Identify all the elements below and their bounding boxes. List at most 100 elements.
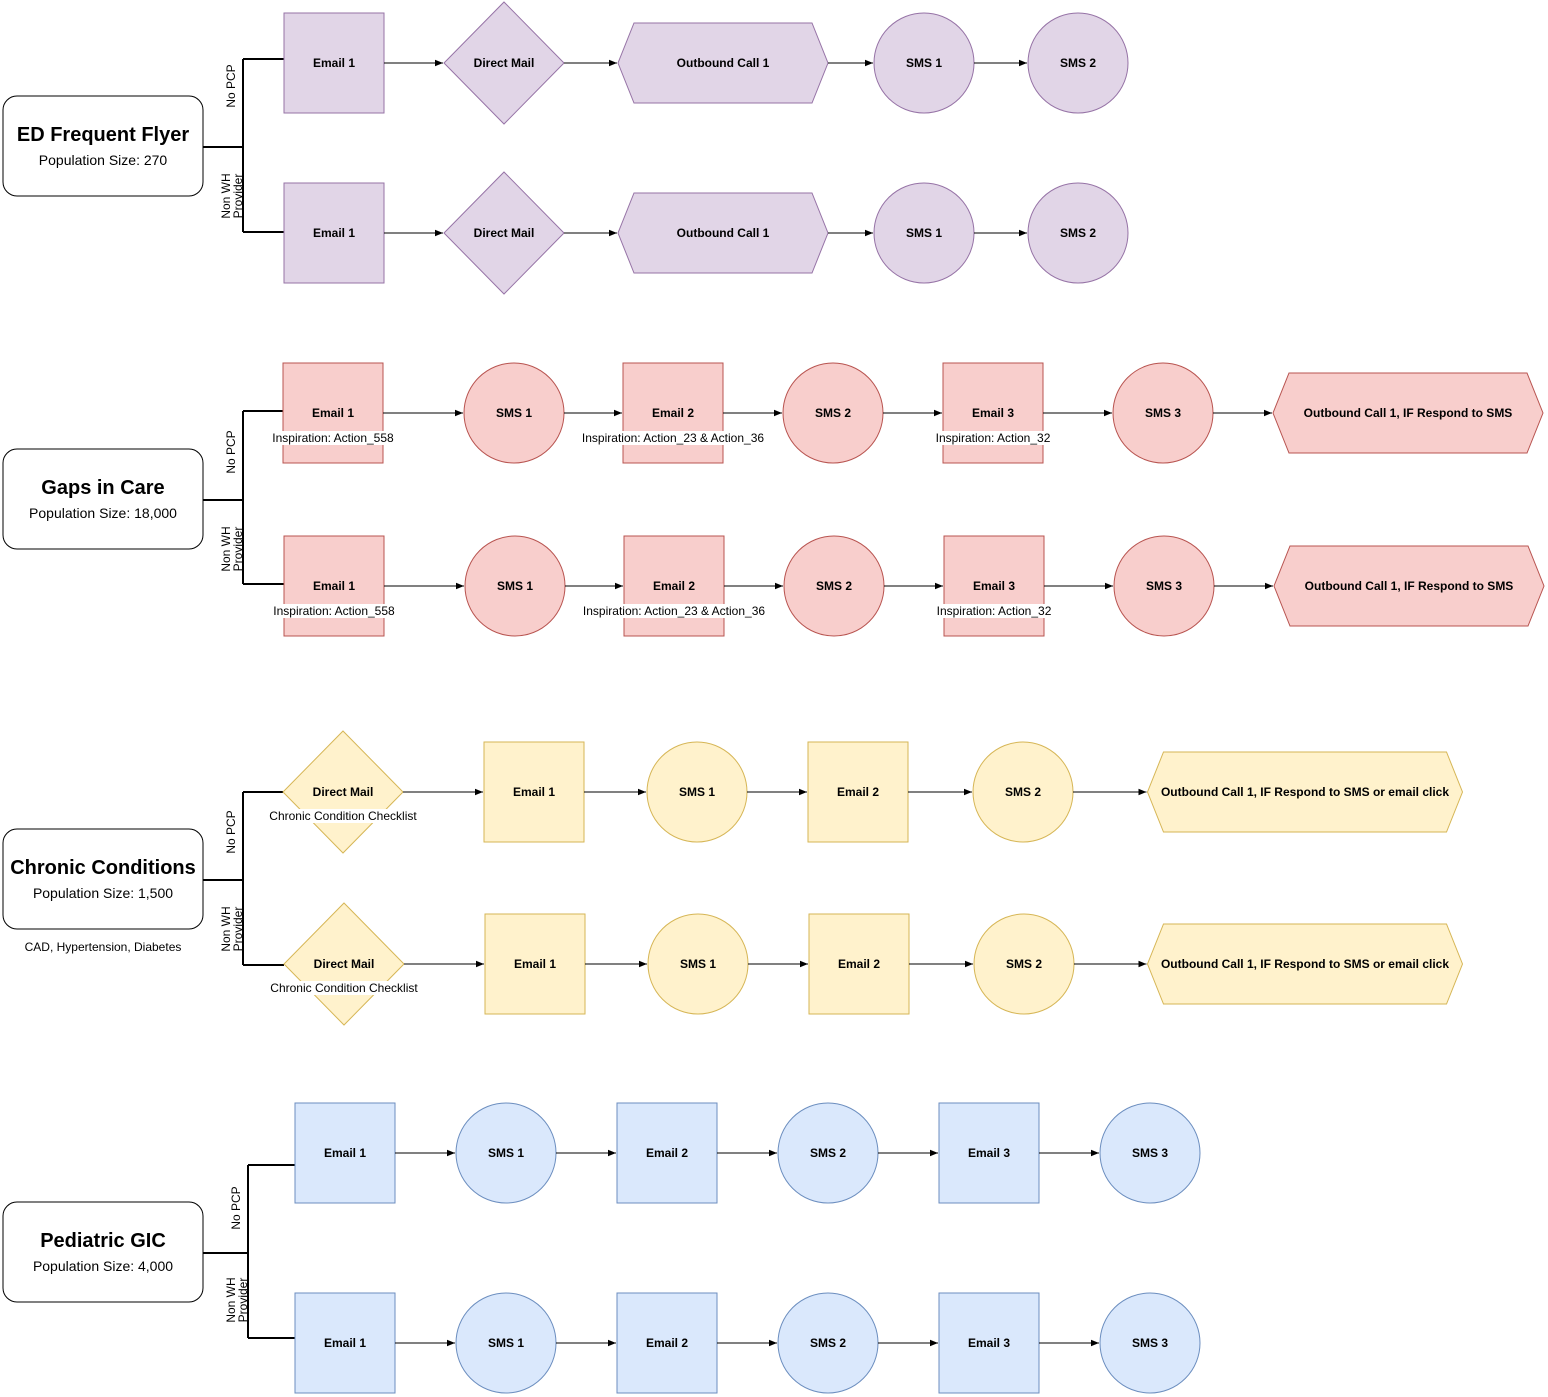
step-hexagon[interactable]: Outbound Call 1, IF Respond to SMS bbox=[1272, 372, 1544, 454]
branch-label-line: Provider bbox=[236, 1278, 250, 1323]
step-circle[interactable]: SMS 3 bbox=[1099, 1102, 1201, 1204]
population-box[interactable] bbox=[2, 828, 204, 930]
branch-row-1: Non WHProvider Email 1 SMS 1 Email 2 SMS 2 Em… bbox=[224, 1277, 1201, 1394]
call-node-shape bbox=[1272, 372, 1544, 454]
step-label: Email 1 bbox=[514, 957, 556, 971]
step-square[interactable]: Email 1 bbox=[283, 12, 385, 114]
step-diamond[interactable]: Direct Mail bbox=[443, 171, 565, 295]
step-circle[interactable]: SMS 2 bbox=[777, 1102, 879, 1204]
step-label: Outbound Call 1, IF Respond to SMS or em… bbox=[1161, 785, 1449, 799]
step-circle[interactable]: SMS 1 bbox=[647, 913, 749, 1015]
population-size: Population Size: 1,500 bbox=[33, 885, 173, 901]
step-circle[interactable]: SMS 3 bbox=[1112, 362, 1214, 464]
step-circle[interactable]: SMS 3 bbox=[1099, 1292, 1201, 1394]
step-square[interactable]: Email 3 bbox=[938, 1102, 1040, 1204]
step-sublabel: Chronic Condition Checklist bbox=[270, 981, 418, 995]
email-node-shape bbox=[808, 913, 910, 1015]
step-label: SMS 1 bbox=[488, 1336, 524, 1350]
step-square[interactable]: Email 1 bbox=[294, 1292, 396, 1394]
sublabel-bg bbox=[923, 604, 1065, 618]
branch-label-line: Non WH bbox=[219, 173, 233, 218]
step-hexagon[interactable]: Outbound Call 1, IF Respond to SMS bbox=[1273, 545, 1545, 627]
step-label: Outbound Call 1 bbox=[677, 56, 770, 70]
population-box[interactable] bbox=[2, 95, 204, 197]
step-square[interactable]: Email 2 bbox=[616, 1102, 718, 1204]
branch-label-line: No PCP bbox=[229, 1186, 243, 1229]
step-circle[interactable]: SMS 2 bbox=[783, 535, 885, 637]
branch-label-line: Non WH bbox=[224, 1277, 238, 1322]
step-circle[interactable]: SMS 3 bbox=[1113, 535, 1215, 637]
branch-label: Non WHProvider bbox=[219, 906, 245, 951]
step-hexagon[interactable]: Outbound Call 1, IF Respond to SMS or em… bbox=[1146, 923, 1464, 1005]
step-square[interactable]: Email 1 bbox=[484, 913, 586, 1015]
call-node-shape bbox=[1146, 751, 1464, 833]
step-circle[interactable]: SMS 1 bbox=[873, 12, 975, 114]
step-sublabel: Inspiration: Action_558 bbox=[272, 431, 394, 445]
step-circle[interactable]: SMS 2 bbox=[1027, 182, 1129, 284]
group-title: Pediatric GIC bbox=[40, 1230, 166, 1252]
step-circle[interactable]: SMS 1 bbox=[455, 1102, 557, 1204]
call-node-shape bbox=[617, 22, 829, 104]
branch-label-line: Provider bbox=[231, 907, 245, 952]
step-label: Email 3 bbox=[968, 1336, 1010, 1350]
step-circle[interactable]: SMS 2 bbox=[973, 913, 1075, 1015]
step-hexagon[interactable]: Outbound Call 1 bbox=[617, 192, 829, 274]
sms-node-shape bbox=[1027, 12, 1129, 114]
step-label: Email 3 bbox=[968, 1146, 1010, 1160]
sublabel-bg bbox=[922, 431, 1064, 445]
step-circle[interactable]: SMS 2 bbox=[972, 741, 1074, 843]
step-circle[interactable]: SMS 2 bbox=[1027, 12, 1129, 114]
step-label: SMS 1 bbox=[680, 957, 716, 971]
step-circle[interactable]: SMS 1 bbox=[646, 741, 748, 843]
step-square[interactable]: Email 1 bbox=[294, 1102, 396, 1204]
step-square[interactable]: Email 3 bbox=[938, 1292, 1040, 1394]
sublabel-bg bbox=[257, 809, 429, 823]
step-square[interactable]: Email 1 bbox=[483, 741, 585, 843]
step-label: Direct Mail bbox=[314, 957, 375, 971]
population-box[interactable] bbox=[2, 1201, 204, 1303]
population-box[interactable] bbox=[2, 448, 204, 550]
step-label: Email 1 bbox=[313, 579, 355, 593]
branch-label: Non WHProvider bbox=[219, 526, 245, 571]
email-node-shape bbox=[283, 12, 385, 114]
step-square[interactable]: Email 2 bbox=[807, 741, 909, 843]
step-label: SMS 1 bbox=[906, 226, 942, 240]
step-label: SMS 2 bbox=[810, 1146, 846, 1160]
branch-label-line: No PCP bbox=[224, 430, 238, 473]
step-circle[interactable]: SMS 2 bbox=[777, 1292, 879, 1394]
step-label: Email 1 bbox=[324, 1146, 366, 1160]
step-circle[interactable]: SMS 2 bbox=[782, 362, 884, 464]
step-circle[interactable]: SMS 1 bbox=[873, 182, 975, 284]
sms-node-shape bbox=[1099, 1292, 1201, 1394]
step-square[interactable]: Email 1 bbox=[283, 182, 385, 284]
step-label: SMS 2 bbox=[1060, 56, 1096, 70]
step-hexagon[interactable]: Outbound Call 1, IF Respond to SMS or em… bbox=[1146, 751, 1464, 833]
step-label: SMS 1 bbox=[496, 406, 532, 420]
step-label: Email 2 bbox=[646, 1146, 688, 1160]
email-node-shape bbox=[622, 362, 724, 464]
step-diamond[interactable]: Direct Mail bbox=[443, 1, 565, 125]
sublabel-bg bbox=[260, 604, 408, 618]
step-label: Email 2 bbox=[653, 579, 695, 593]
step-circle[interactable]: SMS 1 bbox=[455, 1292, 557, 1394]
step-square[interactable]: Email 2 bbox=[808, 913, 910, 1015]
mail-node-shape bbox=[443, 1, 565, 125]
branch-label-line: Non WH bbox=[219, 526, 233, 571]
step-circle[interactable]: SMS 1 bbox=[464, 535, 566, 637]
email-node-shape bbox=[942, 362, 1044, 464]
step-circle[interactable]: SMS 1 bbox=[463, 362, 565, 464]
step-hexagon[interactable]: Outbound Call 1 bbox=[617, 22, 829, 104]
step-label: SMS 3 bbox=[1132, 1146, 1168, 1160]
step-label: Email 3 bbox=[972, 406, 1014, 420]
email-node-shape bbox=[943, 535, 1045, 637]
step-square[interactable]: Email 2 bbox=[616, 1292, 718, 1394]
